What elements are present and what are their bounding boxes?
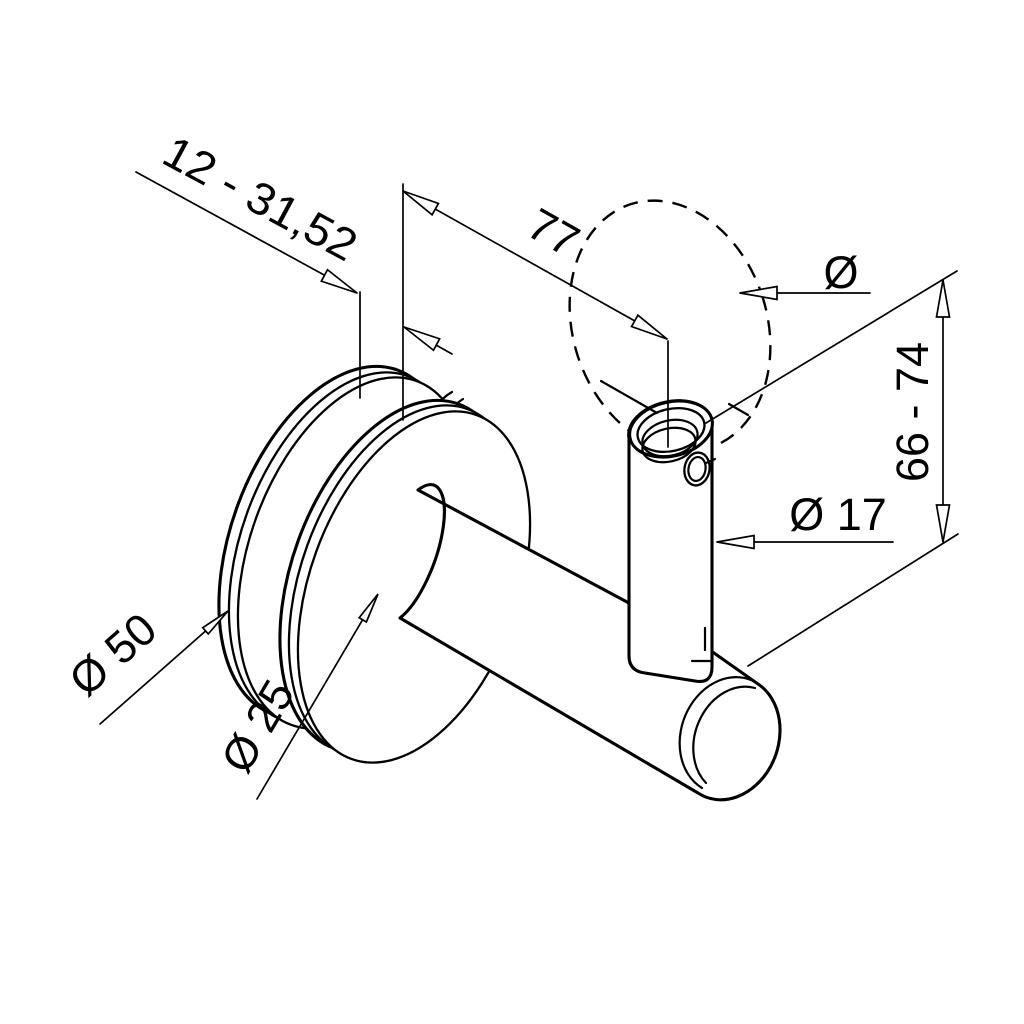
- dim-label-glass-thickness: 12 - 31,52: [155, 126, 366, 271]
- handrail-pin-tube: [599, 379, 750, 683]
- dim-label-handrail-diameter: Ø: [823, 247, 858, 298]
- dim-pin-diameter: Ø 17: [716, 489, 894, 550]
- stem-arm-cylinder: [398, 483, 782, 802]
- handrail-dash-over-rim: [599, 379, 659, 415]
- arrowhead-icon: [716, 534, 755, 550]
- arrowhead-icon: [201, 610, 229, 636]
- drain-slot: [690, 626, 714, 663]
- handrail-dash-over-rim-2: [727, 402, 750, 417]
- dim-label-height-range: 66 - 74: [887, 342, 938, 482]
- extension-line: [705, 270, 958, 424]
- leader-line: [256, 596, 377, 800]
- pin-bore-bottom: [641, 426, 697, 464]
- glass-clamp-flange: [217, 364, 532, 764]
- arm-end-cap-ring-2: [692, 685, 757, 785]
- arrowhead-icon: [935, 279, 951, 318]
- pin-rim-inner: [636, 407, 706, 453]
- extension-line: [747, 533, 959, 667]
- arrowhead-icon: [357, 593, 379, 624]
- dim-label-pin-diameter: Ø 17: [789, 489, 887, 540]
- dimension-line: [135, 171, 358, 294]
- dim-height-range: 66 - 74: [705, 270, 959, 667]
- dimension-line: [402, 190, 668, 340]
- set-screw-tick: [704, 457, 717, 465]
- arm-body: [398, 483, 782, 802]
- arrowhead-icon: [935, 504, 951, 543]
- arrowhead-icon: [630, 313, 668, 340]
- set-screw-hole-inner: [687, 455, 707, 483]
- arrowhead-icon: [402, 190, 440, 217]
- arm-end-cap-ring: [678, 676, 759, 790]
- arrowhead-icon: [320, 268, 358, 294]
- arrowhead-icon: [739, 285, 778, 301]
- arrowhead-icon: [403, 326, 441, 352]
- dim-flange-diameter: Ø 50: [59, 603, 229, 725]
- dim-label-flange-diameter: Ø 50: [59, 603, 166, 706]
- dim-handrail-diameter: Ø: [739, 247, 871, 301]
